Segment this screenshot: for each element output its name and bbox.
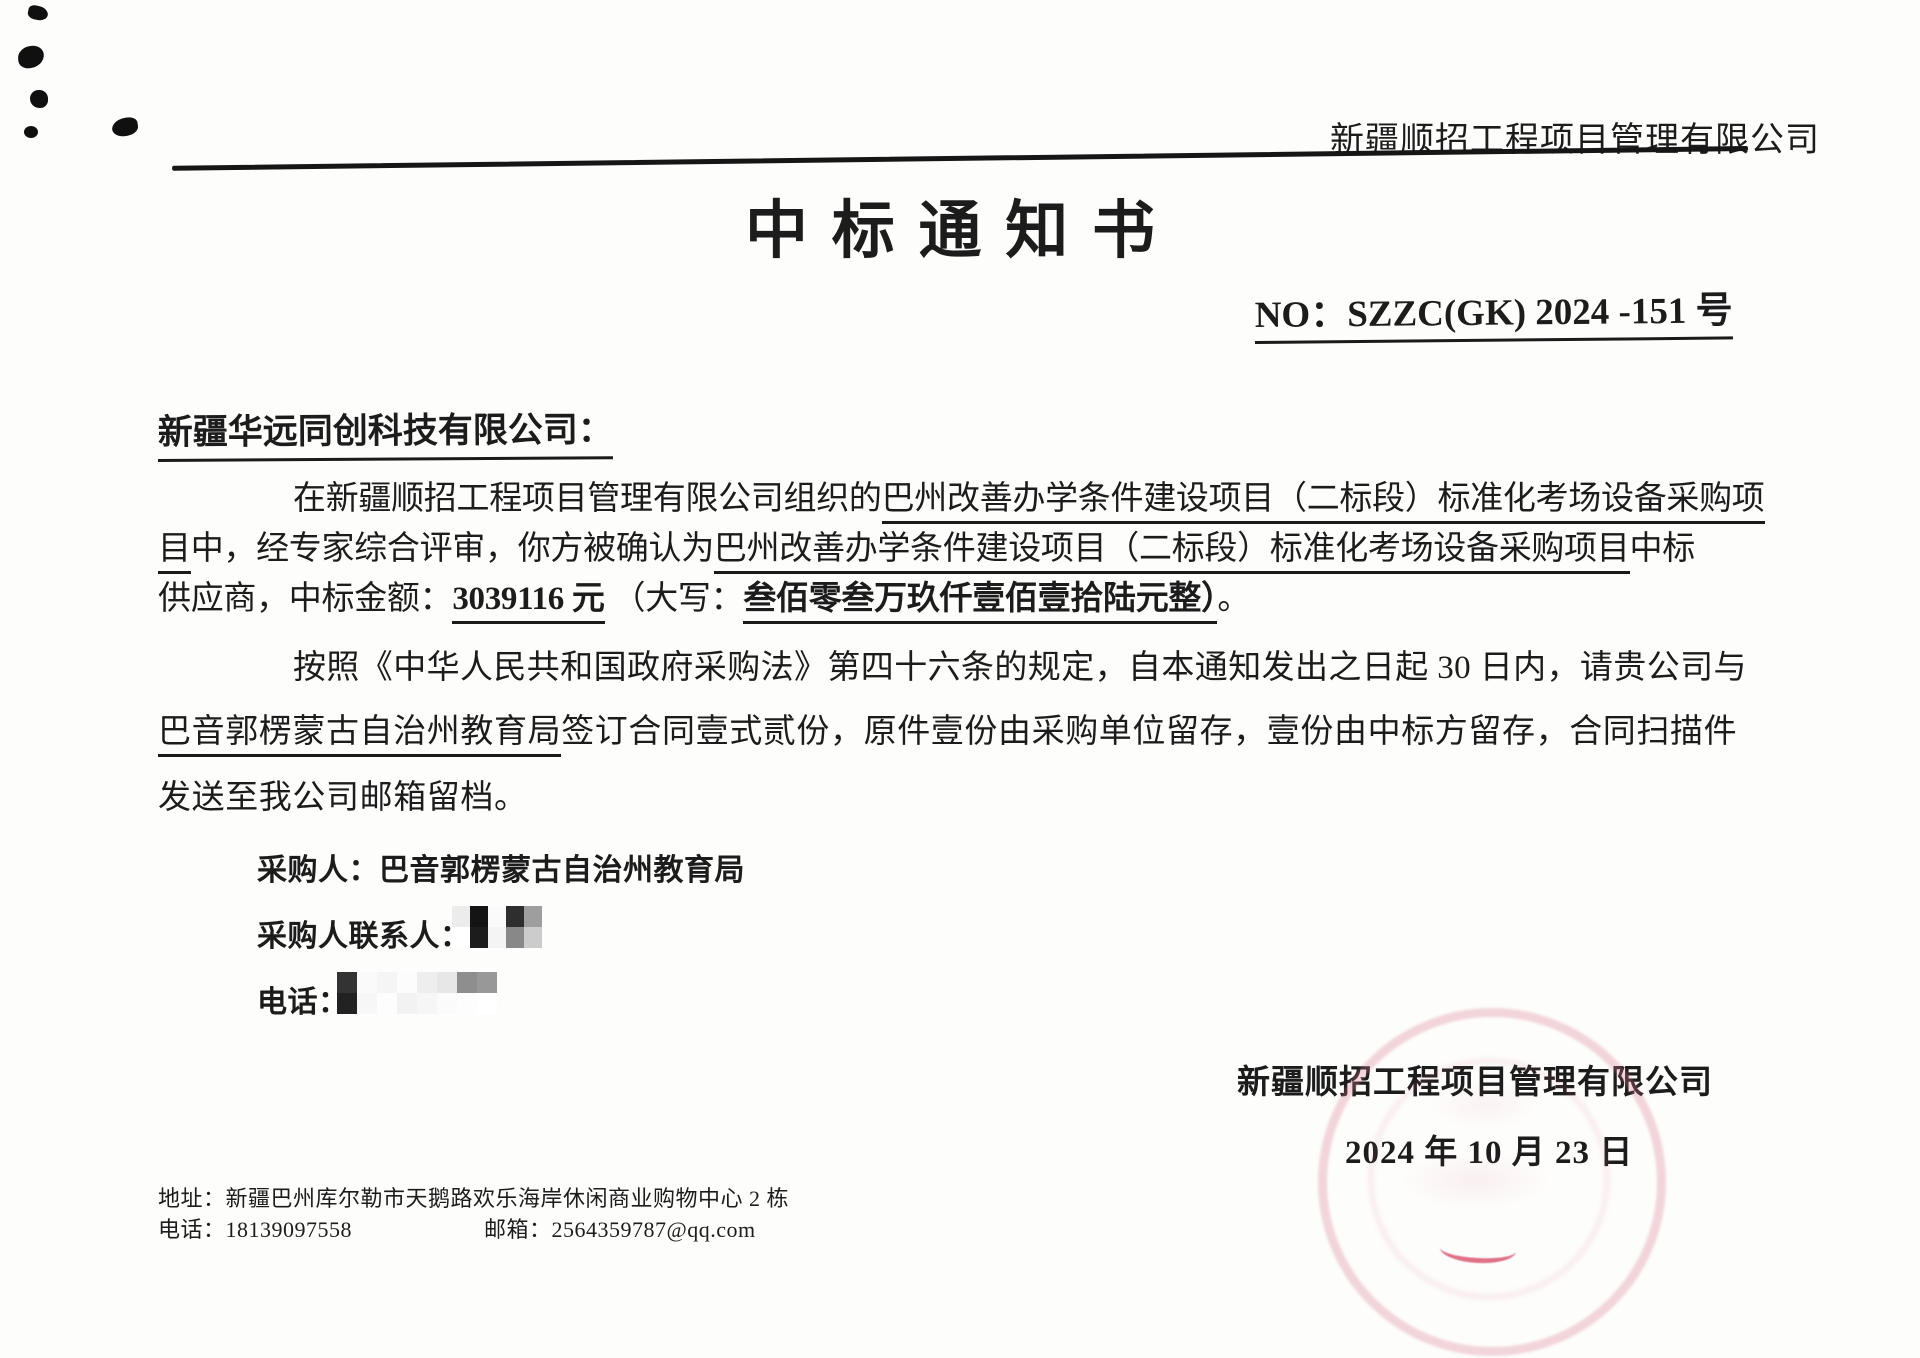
footer-phone-group: 电话：18139097558	[158, 1217, 352, 1242]
p1l2-tail: 中标	[1629, 531, 1696, 567]
footer-email-label: 邮箱：	[484, 1217, 552, 1242]
addressee-company: 新疆华远同创科技有限公司：	[157, 401, 614, 462]
p1l1-plain: 在新疆顺招工程项目管理有限公司组织的	[293, 481, 882, 517]
footer-email-group: 邮箱：2564359787@qq.com	[484, 1217, 756, 1242]
signature-agency-name: 新疆顺招工程项目管理有限公司	[1237, 1065, 1713, 1101]
document-number: NO：SZZC(GK) 2024 -151 号	[1254, 279, 1733, 344]
p1l3-mid: （大写：	[604, 581, 744, 617]
p2l2-rest: 签订合同壹式贰份，原件壹份由采购单位留存，壹份由中标方留存，合同扫描件	[561, 714, 1738, 750]
phone-label: 电话：	[257, 986, 349, 1019]
scan-artifact	[16, 44, 46, 70]
redacted-phone-mosaic	[337, 972, 497, 1014]
body-paragraph1-line2: 目中，经专家综合评审，你方被确认为巴州改善办学条件建设项目（二标段）标准化考场设…	[158, 521, 1696, 574]
footer-address-line: 地址：新疆巴州库尔勒市天鹅路欢乐海岸休闲商业购物中心 2 栋	[158, 1181, 789, 1213]
purchaser-phone-line: 电话：	[257, 977, 349, 1021]
signature-date: 2024 年 10 月 23 日	[1345, 1135, 1634, 1171]
purchaser-line: 采购人：巴音郭楞蒙古自治州教育局	[257, 845, 745, 889]
p1l3-plain: 供应商，中标金额：	[158, 581, 453, 617]
p1l2-plain: 中，经专家综合评审，你方被确认为	[190, 531, 715, 567]
p1l2-project-name-underlined: 巴州改善办学条件建设项目（二标段）标准化考场设备采购项目	[713, 531, 1630, 574]
p1l1-project-name-underlined: 巴州改善办学条件建设项目（二标段）标准化考场设备采购项	[881, 481, 1765, 524]
purchaser-bureau-underlined: 巴音郭楞蒙古自治州教育局	[158, 714, 562, 757]
purchaser-label: 采购人：	[257, 854, 379, 887]
purchaser-value: 巴音郭楞蒙古自治州教育局	[379, 854, 745, 887]
award-amount-numeric: 3039116 元	[452, 581, 605, 624]
scan-artifact	[110, 116, 140, 138]
body-paragraph2-line2: 巴音郭楞蒙古自治州教育局签订合同壹式贰份，原件壹份由采购单位留存，壹份由中标方留…	[158, 704, 1738, 757]
body-paragraph2-line1: 按照《中华人民共和国政府采购法》第四十六条的规定，自本通知发出之日起 30 日内…	[293, 650, 1747, 686]
purchaser-contact-line: 采购人联系人：	[257, 911, 471, 955]
footer-email-value: 2564359787@qq.com	[551, 1217, 756, 1242]
body-paragraph1-line1: 在新疆顺招工程项目管理有限公司组织的巴州改善办学条件建设项目（二标段）标准化考场…	[293, 471, 1765, 524]
footer-phone-label: 电话：	[158, 1217, 226, 1242]
body-paragraph2-line3: 发送至我公司邮箱留档。	[158, 780, 528, 816]
p1l3-tail: 。	[1217, 581, 1251, 617]
scan-artifact	[26, 4, 50, 22]
scan-artifact	[30, 90, 48, 108]
award-amount-chinese: 叁佰零叁万玖仟壹佰壹拾陆元整）	[743, 581, 1218, 624]
redacted-contact-name-mosaic	[452, 906, 542, 948]
footer-address-label: 地址：	[158, 1186, 226, 1211]
scan-artifact	[24, 126, 38, 138]
footer-phone-value: 18139097558	[225, 1217, 353, 1242]
footer-address-value: 新疆巴州库尔勒市天鹅路欢乐海岸休闲商业购物中心 2 栋	[225, 1186, 790, 1211]
red-seal-curved-stroke	[1439, 1234, 1517, 1265]
p1l2-underline-head: 目	[158, 531, 191, 574]
footer-contact-line: 电话：18139097558 邮箱：2564359787@qq.com	[158, 1212, 756, 1244]
body-paragraph1-line3: 供应商，中标金额：3039116 元 （大写：叁佰零叁万玖仟壹佰壹拾陆元整）。	[158, 571, 1251, 624]
document-title: 中 标 通 知 书	[745, 196, 1159, 266]
contact-label: 采购人联系人：	[257, 920, 471, 953]
